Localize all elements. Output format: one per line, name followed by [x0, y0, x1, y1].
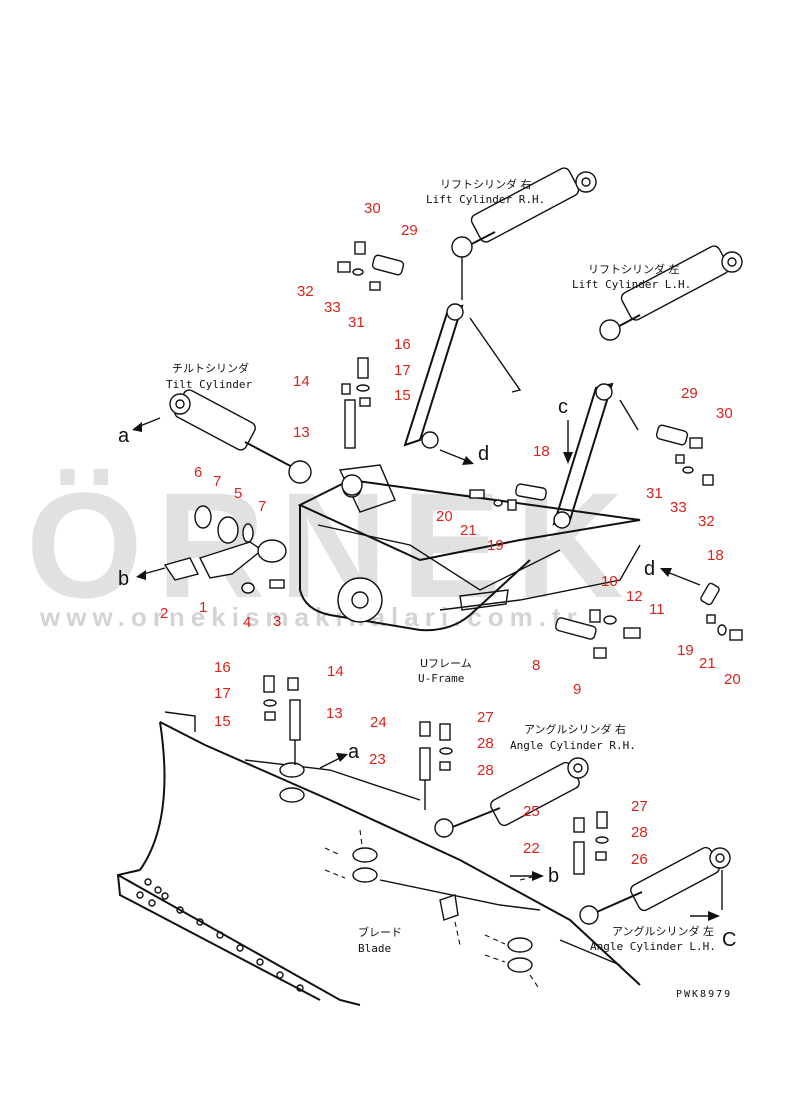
callout-18-mid: 18: [533, 443, 550, 460]
callout-21-mid: 21: [460, 522, 477, 539]
lift-brackets: [403, 303, 639, 529]
callout-1: 1: [199, 599, 207, 616]
drawing-code: PWK8979: [676, 989, 732, 1000]
label-tilt-cylinder-en: Tilt Cylinder: [166, 378, 252, 391]
callout-27-a: 27: [477, 709, 494, 726]
callout-2: 2: [160, 605, 168, 622]
callout-20-mid: 20: [436, 508, 453, 525]
callout-33-top: 33: [324, 299, 341, 316]
callout-13-blade: 13: [326, 705, 343, 722]
ref-a-lower: a: [348, 741, 360, 763]
callout-14-top: 14: [293, 373, 310, 390]
callout-25: 25: [523, 803, 540, 820]
callout-8: 8: [532, 657, 540, 674]
callout-5: 5: [234, 485, 242, 502]
label-blade-jp: ブレード: [358, 925, 402, 939]
label-blade-en: Blade: [358, 942, 391, 955]
callout-15-top: 15: [394, 387, 411, 404]
callout-6: 6: [194, 464, 202, 481]
callout-28-b: 28: [477, 762, 494, 779]
label-lift-cylinder-rh-en: Lift Cylinder R.H.: [426, 193, 545, 206]
pin-set-upper: [341, 357, 371, 496]
label-lift-cylinder-lh-en: Lift Cylinder L.H.: [572, 278, 691, 291]
callout-16-top: 16: [394, 336, 411, 353]
label-u-frame-jp: Uフレーム: [420, 657, 472, 670]
ref-C-lower: C: [722, 929, 736, 951]
callout-16-blade: 16: [214, 659, 231, 676]
lift-cylinder-rh: [451, 167, 597, 300]
callout-31-top: 31: [348, 314, 365, 331]
callouts: 30 29 32 33 31 16 17 14 15 13 29 30 18 3…: [160, 200, 741, 868]
ref-d-right: d: [644, 558, 655, 580]
callout-30-right: 30: [716, 405, 733, 422]
label-tilt-cylinder-jp: チルトシリンダ: [172, 361, 249, 375]
callout-14-blade: 14: [327, 663, 344, 680]
pin-set-8-12: [555, 609, 641, 659]
callout-32-top: 32: [297, 283, 314, 300]
ref-d-upper: d: [478, 443, 489, 465]
callout-33-right: 33: [670, 499, 687, 516]
lift-cylinder-lh: [599, 245, 743, 341]
pin-set-lh: [655, 424, 714, 486]
callout-7-a: 7: [213, 473, 221, 490]
callout-18-right: 18: [707, 547, 724, 564]
ref-a-upper: a: [118, 425, 130, 447]
reference-arrows: [319, 420, 720, 921]
callout-22: 22: [523, 840, 540, 857]
callout-17-blade: 17: [214, 685, 231, 702]
callout-26: 26: [631, 851, 648, 868]
callout-20-right: 20: [724, 671, 741, 688]
label-angle-cylinder-rh-jp: アングルシリンダ 右: [524, 722, 626, 736]
label-angle-cylinder-lh-jp: アングルシリンダ 左: [612, 924, 714, 938]
ref-c-upper: c: [558, 396, 568, 418]
callout-30-top: 30: [364, 200, 381, 217]
callout-28-c: 28: [631, 824, 648, 841]
ref-b-upper: b: [118, 568, 129, 590]
callout-12: 12: [626, 588, 643, 605]
callout-4: 4: [243, 614, 251, 631]
callout-29-top: 29: [401, 222, 418, 239]
callout-28-a: 28: [477, 735, 494, 752]
callout-19-right: 19: [677, 642, 694, 659]
callout-29-right: 29: [681, 385, 698, 402]
label-lift-cylinder-rh-jp: リフトシリンダ 右: [440, 177, 532, 191]
callout-7-b: 7: [258, 498, 266, 515]
callout-27-b: 27: [631, 798, 648, 815]
callout-17-top: 17: [394, 362, 411, 379]
label-lift-cylinder-lh-jp: リフトシリンダ 左: [588, 262, 680, 276]
callout-9: 9: [573, 681, 581, 698]
small-parts-left: [136, 505, 287, 594]
callout-13-top: 13: [293, 424, 310, 441]
blade: [116, 711, 641, 1006]
label-angle-cylinder-lh-en: Angle Cylinder L.H.: [590, 940, 716, 953]
pin-set-rh: [337, 241, 405, 291]
callout-21-right: 21: [699, 655, 716, 672]
ref-b-lower: b: [548, 865, 559, 887]
tilt-cylinder: [132, 389, 312, 484]
angle-cylinder-rh: [419, 721, 589, 838]
label-angle-cylinder-rh-en: Angle Cylinder R.H.: [510, 739, 636, 752]
angle-cylinder-lh: [573, 811, 731, 925]
label-u-frame-en: U-Frame: [418, 672, 464, 685]
callout-32-right: 32: [698, 513, 715, 530]
callout-23: 23: [369, 751, 386, 768]
pin-set-18-21: [469, 483, 743, 641]
callout-31-right: 31: [646, 485, 663, 502]
blade-pin-set: [263, 675, 301, 765]
callout-10: 10: [601, 573, 618, 590]
callout-11: 11: [649, 601, 665, 618]
callout-15-blade: 15: [214, 713, 231, 730]
watermark: ÖRNEK www.ornekismakinalari.com.tr: [26, 461, 624, 632]
callout-19-mid: 19: [487, 537, 504, 554]
callout-3: 3: [273, 613, 281, 630]
callout-24: 24: [370, 714, 387, 731]
